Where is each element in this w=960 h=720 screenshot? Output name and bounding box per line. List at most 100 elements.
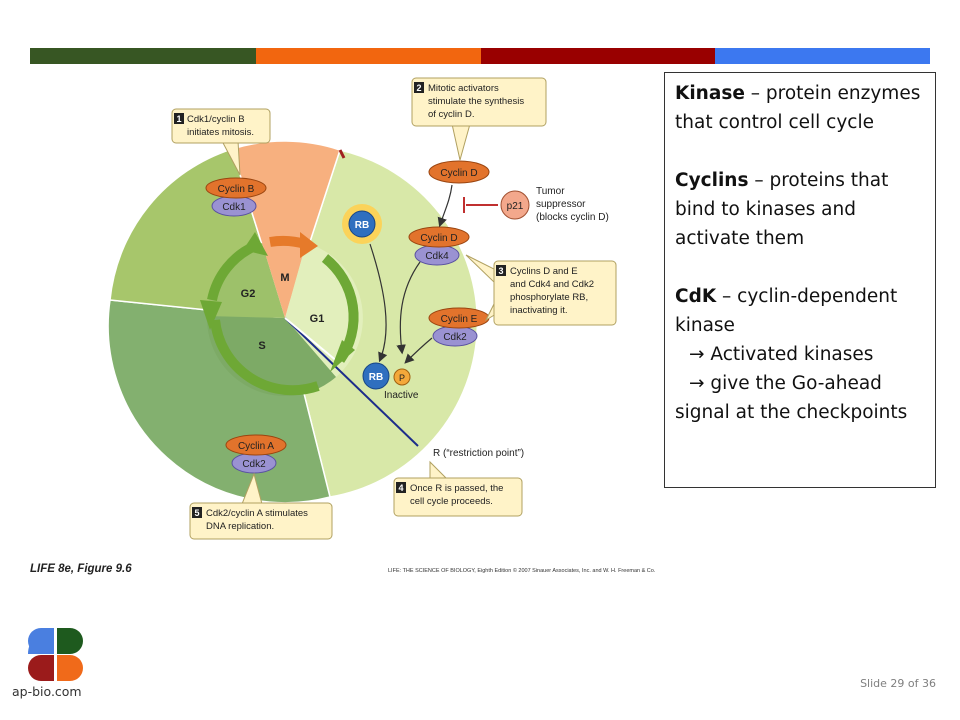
cyclin-b-shape — [205, 177, 267, 199]
arrow-cdk2-to-rb — [404, 337, 433, 364]
callout-3: 3 Cyclins D and E and Cdk4 and Cdk2 phos… — [465, 254, 617, 326]
arrow-s-to-g2 — [210, 319, 320, 396]
definitions-textbox: Kinase – protein enzymes that control ce… — [664, 72, 936, 488]
right-arrow-icon: → — [689, 344, 705, 365]
cyclin-d-top: Cyclin D — [428, 160, 490, 184]
cyclin-b-cdk1-complex: Cyclin B Cdk1 — [205, 177, 267, 217]
cyclin-d-top-shape — [428, 160, 490, 184]
arrow-cdk4-to-rb — [396, 261, 421, 355]
cdk-definition: CdK – cyclin-dependent kinase — [675, 282, 927, 340]
logo-text: ap-bio.com — [12, 684, 82, 699]
callout-1-badge — [174, 113, 184, 124]
cyclin-b-label: Cyclin B — [218, 184, 255, 195]
phase-s-label: S — [258, 340, 265, 352]
phosphate-label: P — [399, 373, 405, 383]
point-1-text: Activated kinases — [704, 344, 874, 365]
callout-1-box — [171, 108, 271, 144]
restriction-line — [284, 317, 419, 447]
cdk1-label: Cdk1 — [222, 202, 246, 213]
callout-2-box — [411, 77, 547, 127]
cyclin-a-shape — [225, 434, 287, 456]
cyclin-a-cdk2-complex: Cyclin A Cdk2 — [225, 434, 287, 474]
cyclins-term: Cyclins — [675, 170, 749, 191]
slide-number: Slide 29 of 36 — [860, 677, 936, 690]
callout-1-line-1: Cdk1/cyclin B — [187, 114, 245, 125]
cyclin-e-label: Cyclin E — [441, 314, 478, 325]
m-g1-boundary — [338, 149, 346, 159]
callout-4-line-2: cell cycle proceeds. — [410, 496, 493, 507]
callout-1: 1 Cdk1/cyclin B initiates mitosis. — [171, 108, 271, 176]
callout-3-num: 3 — [498, 266, 503, 276]
phase-g2-label: G2 — [241, 288, 256, 300]
pathway-arrows — [369, 184, 453, 364]
callout-3-line-2: and Cdk4 and Cdk2 — [510, 279, 594, 290]
kinase-def: – protein enzymes that control cell cycl… — [675, 83, 921, 133]
arrow-rb-down — [369, 243, 388, 363]
callout-2-num: 2 — [416, 83, 421, 93]
callout-3-badge — [496, 265, 506, 276]
callout-2-line-2: stimulate the synthesis — [428, 96, 524, 107]
phase-g1-label: G1 — [310, 313, 325, 325]
callout-2-line-1: Mitotic activators — [428, 83, 499, 94]
p21-label: p21 — [507, 201, 524, 212]
callout-5-box — [189, 502, 333, 540]
rb-inactive-label: RB — [369, 372, 383, 383]
arrowhead-4 — [300, 232, 318, 258]
callout-5-line-1: Cdk2/cyclin A stimulates — [206, 508, 308, 519]
callout-2-line-3: of cyclin D. — [428, 109, 474, 120]
point-2-text: give the Go-ahead signal at the checkpoi… — [675, 373, 908, 423]
rb-active: RB — [342, 204, 382, 244]
arrowhead-2 — [200, 300, 222, 330]
callout-5: 5 Cdk2/cyclin A stimulates DNA replicati… — [189, 472, 333, 540]
callout-2: 2 Mitotic activators stimulate the synth… — [411, 77, 547, 161]
ap-bio-logo-icon — [28, 628, 83, 681]
callout-3-line-3: phosphorylate RB, — [510, 292, 588, 303]
cyclins-definition: Cyclins – proteins that bind to kinases … — [675, 166, 927, 253]
s-boundary-line — [284, 317, 339, 363]
m-inner — [262, 243, 306, 318]
cdk-def: – cyclin-dependent kinase — [675, 286, 898, 336]
tumor-line-1: Tumor — [536, 186, 565, 197]
arrow-m-to-g1 — [269, 235, 307, 249]
tumor-line-2: suppressor — [536, 199, 586, 210]
bar-segment-green — [30, 48, 256, 64]
callout-4-pointer — [429, 460, 450, 481]
arrowhead-3 — [243, 232, 268, 256]
bar-segment-red — [481, 48, 715, 64]
phosphate-circle — [393, 368, 411, 386]
figure-caption: LIFE 8e, Figure 9.6 — [30, 563, 132, 575]
point-2: → give the Go-ahead signal at the checkp… — [675, 369, 927, 427]
cdk2-a-label: Cdk2 — [242, 459, 266, 470]
callout-3-line-4: inactivating it. — [510, 305, 568, 316]
rb-inactive: RB P Inactive — [362, 362, 419, 401]
callout-4-num: 4 — [398, 483, 403, 493]
cyclin-d-label: Cyclin D — [420, 233, 457, 244]
cdk4-label: Cdk4 — [425, 251, 449, 262]
cyclins-def: – proteins that bind to kinases and acti… — [675, 170, 889, 249]
kinase-definition: Kinase – protein enzymes that control ce… — [675, 79, 927, 137]
callout-4-line-1: Once R is passed, the — [410, 483, 503, 494]
bar-segment-blue — [715, 48, 930, 64]
arrow-cyclin-d-down — [437, 184, 453, 228]
callout-4: 4 Once R is passed, the cell cycle proce… — [393, 460, 523, 517]
callout-4-badge — [396, 482, 406, 493]
tumor-line-3: (blocks cyclin D) — [536, 212, 609, 223]
cdk2-e-label: Cdk2 — [443, 332, 467, 343]
header-color-bar — [30, 48, 930, 64]
rb-active-label: RB — [355, 220, 369, 231]
cdk-term: CdK — [675, 286, 717, 307]
callout-2-badge — [414, 82, 424, 93]
callout-1-line-2: initiates mitosis. — [187, 127, 254, 138]
phase-m-label: M — [280, 272, 289, 284]
s-inner — [206, 316, 336, 397]
callout-5-num: 5 — [194, 508, 199, 518]
callout-5-badge — [192, 507, 202, 518]
cyclin-e-cdk2-complex: Cyclin E Cdk2 — [428, 307, 490, 347]
callout-2-pointer — [451, 123, 471, 161]
right-arrow-icon: → — [689, 373, 705, 394]
callout-3-box — [493, 260, 617, 326]
kinase-term: Kinase — [675, 83, 745, 104]
copyright-line: LIFE: THE SCIENCE OF BIOLOGY, Eighth Edi… — [388, 567, 656, 574]
rb-circle — [348, 210, 376, 238]
